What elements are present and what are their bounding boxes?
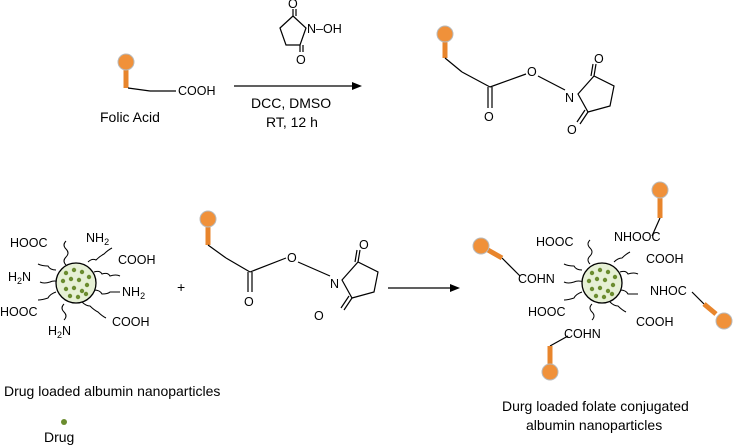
nhoc-label: NHOC [650, 284, 687, 298]
cohn-label-bottom: COHN [564, 327, 601, 341]
folate-nhs-ester-middle: O O N O O [199, 210, 379, 323]
o-bottom: O [296, 53, 306, 67]
folate-arm-left [472, 237, 521, 277]
caption-right-line1: Durg loaded folate conjugated [502, 398, 689, 414]
drug-legend-dot [61, 419, 67, 425]
folic-acid-structure: COOH [117, 53, 216, 98]
cooh-label-2: COOH [112, 315, 150, 329]
caption-right-line2: albumin nanoparticles [526, 417, 662, 433]
caption-left: Drug loaded albumin nanoparticles [4, 383, 220, 399]
folate-nhs-ester-top: O O N O O [436, 25, 615, 137]
nhooc-label: NHOOC [614, 230, 661, 244]
hooc-label-p1: HOOC [536, 235, 574, 249]
h2n-label-2: H2N [48, 324, 71, 340]
hooc-label-1: HOOC [10, 236, 48, 250]
folate-arm-bottom [541, 335, 569, 381]
cooh-label: COOH [178, 84, 216, 98]
o-ring1-top: O [594, 52, 604, 66]
n-oh-label: N–OH [307, 22, 342, 36]
folate-conjugated-nanoparticle: HOOC NHOOC COOH COHN NHOC HOOC COOH COHN [472, 181, 733, 381]
o-carbonyl-top: O [484, 110, 494, 124]
cohn-label-left: COHN [518, 272, 555, 286]
n-ring-top: N [565, 91, 574, 105]
conditions-line2: RT, 12 h [266, 114, 318, 130]
conditions-line1: DCC, DMSO [251, 95, 331, 111]
nh2-label-1: NH2 [86, 231, 109, 247]
folic-acid-label: Folic Acid [100, 109, 160, 125]
cooh-label-p2: COOH [636, 315, 674, 329]
n-ring-mid: N [330, 277, 339, 291]
hooc-label-2: HOOC [0, 305, 38, 319]
hooc-label-p2: HOOC [528, 305, 566, 319]
drug-dots-left [60, 267, 92, 300]
o-carbonyl-mid: O [244, 295, 254, 309]
plus-sign: + [177, 279, 185, 295]
reaction-arrow-bottom [388, 284, 460, 292]
o-ring2-top: O [567, 123, 577, 137]
folate-arm-top [651, 181, 669, 237]
o-ring2-mid: O [314, 309, 324, 323]
o-ester-mid: O [287, 251, 297, 265]
cooh-label-1: COOH [118, 253, 156, 267]
folate-arm-right [691, 291, 733, 330]
o-ring1-mid: O [359, 238, 369, 252]
o-ester-top: O [527, 65, 537, 79]
drug-dots-right [586, 267, 618, 300]
nhs-reagent-structure: O O N–OH [279, 0, 342, 67]
h2n-label-1: H2N [8, 270, 31, 286]
o-top: O [288, 0, 298, 11]
cooh-label-p1: COOH [646, 252, 684, 266]
nh2-label-2: NH2 [122, 285, 145, 301]
reaction-arrow-top [234, 82, 362, 90]
albumin-nanoparticle-left: HOOC NH2 COOH H2N NH2 HOOC COOH H2N [0, 231, 156, 340]
drug-legend-label: Drug [44, 429, 74, 445]
